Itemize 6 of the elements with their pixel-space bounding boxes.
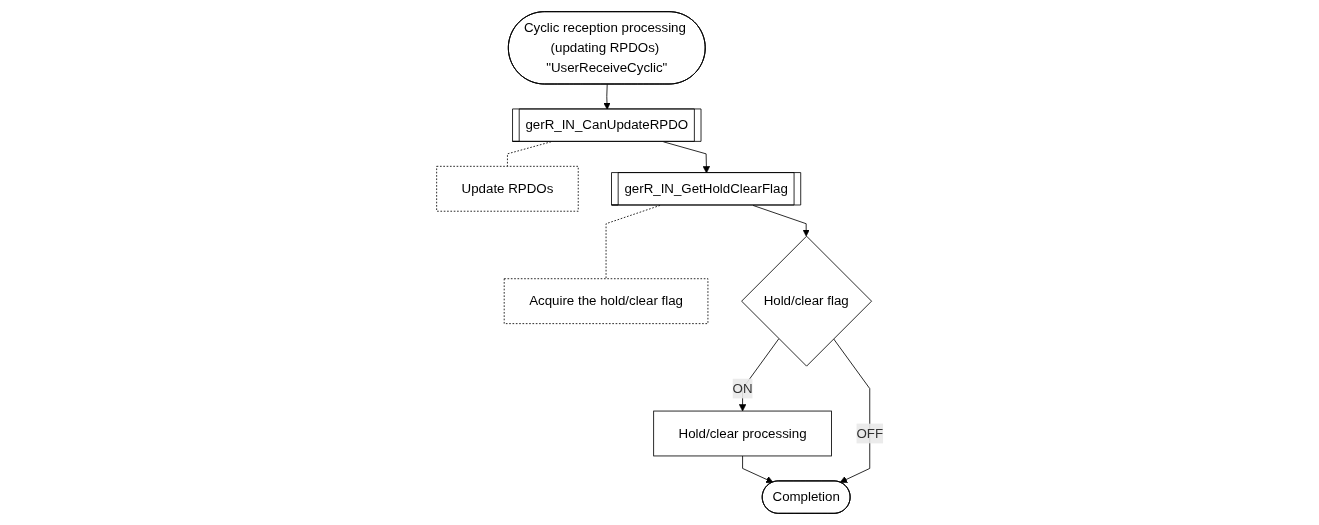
edge-label: ON (732, 381, 753, 396)
node-box: Acquire the hold/clear flag (503, 278, 708, 325)
node-box: Hold/clear processing (652, 410, 832, 457)
node-diamond: Hold/clear flag (740, 235, 872, 367)
node-box: Update RPDOs (435, 165, 579, 212)
edge-label: OFF (856, 426, 883, 441)
